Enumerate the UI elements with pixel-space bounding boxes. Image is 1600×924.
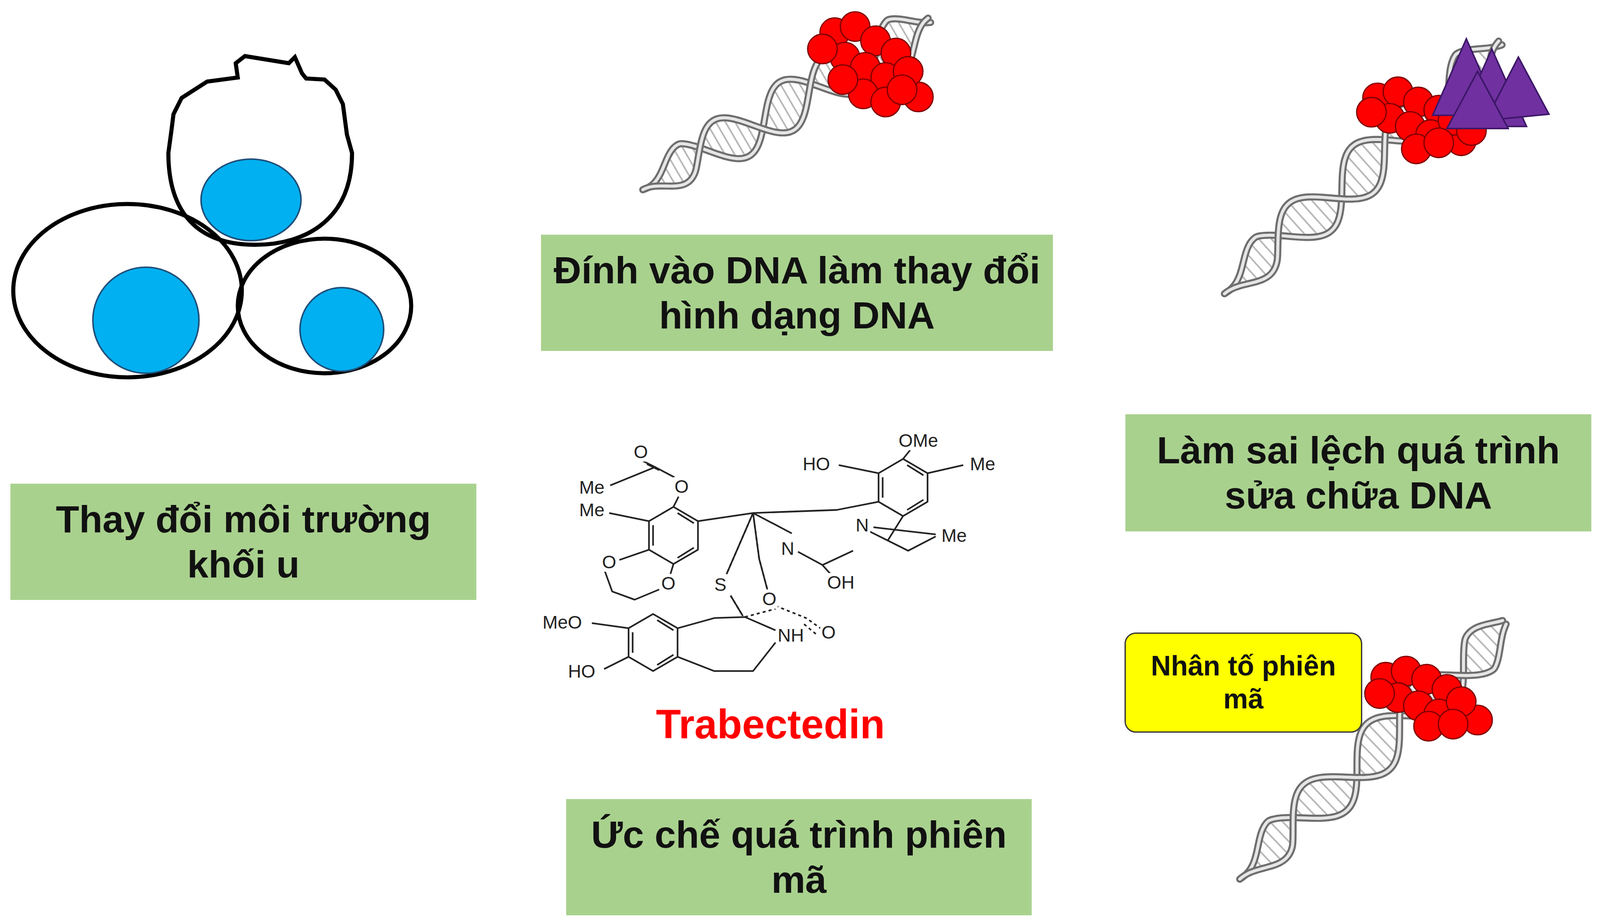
atom-label: N [854,515,870,535]
atom-label: N [780,539,796,559]
drug-molecules [807,11,934,117]
base-pair [668,156,685,185]
base-pair [1465,639,1495,670]
base-pair [769,97,790,132]
base-pair [773,88,797,129]
node-label: Thay đổi môi trường khối u [18,496,469,587]
cell-outline [237,238,412,374]
base-pair [1367,723,1398,755]
base-pair [1375,718,1400,744]
base-pair [673,147,692,180]
base-pair [1361,731,1394,765]
base-pair [1359,141,1384,169]
bond [628,613,678,672]
base-pair [1307,781,1340,815]
atom-label: O [659,573,677,594]
atom-label: Me [940,526,968,546]
atom-label: Me [577,500,606,520]
bond [649,506,699,564]
bond [609,461,679,575]
mechanism-box: Thay đổi môi trường khối u [10,483,477,600]
atom-label: O [600,552,618,572]
base-pair [1343,165,1370,196]
tumor-cells [13,55,412,378]
atom-label: Me [577,478,606,498]
node-label: Làm sai lệch quá trình sửa chữa DNA [1133,427,1584,519]
bond [603,569,660,600]
atom-label: HO [566,662,597,682]
atom-label: Me [968,454,997,474]
mechanism-box: Đính vào DNA làm thay đổi hình dạng DNA [540,234,1053,351]
atom-label: O [820,622,838,643]
base-pair [1358,740,1388,772]
cell-nucleus [300,287,384,372]
cell-nucleus [92,267,200,374]
drug-dot [828,64,858,95]
dna-strand [642,18,931,190]
trabectedin-structure [591,448,964,672]
bond [632,619,674,665]
node-label: Đính vào DNA làm thay đổi hình dạng DNA [548,247,1046,338]
dna-helix [642,11,934,190]
repair-proteins [1432,38,1549,129]
drug-dot [1356,97,1387,128]
base-pair [1317,777,1348,810]
dna-strand [642,18,928,191]
node-label: Ức chế quá trình phiên mã [573,812,1024,903]
base-pair [1300,787,1330,818]
base-pair [1297,198,1329,233]
atom-label: OMe [897,431,940,451]
base-pair [1346,154,1378,190]
drug-molecules [1364,656,1493,741]
atom-label: HO [801,454,832,474]
bond [652,513,694,558]
cell-outline [13,203,243,378]
atom-label: OH [826,573,856,593]
atom-label: NH [776,626,806,646]
dna-strand-highlight [642,18,928,191]
base-pair [1478,626,1500,650]
drug-dot [887,75,917,105]
base-pair [1288,203,1319,237]
transcription-factor-box: Nhân tố phiên mã [1124,632,1363,733]
bond [591,616,776,672]
drug-dot [1364,678,1395,709]
atom-label: O [760,589,778,609]
atom-label: S [713,575,728,595]
base-pair [1263,828,1290,856]
drug-name: Trabectedin [655,701,886,748]
mechanism-box: Ức chế quá trình phiên mã [566,799,1032,916]
bond [878,459,928,517]
drug-dot [1438,709,1468,739]
base-pair [1259,837,1283,862]
cell-outline [168,55,352,245]
atom-label: O [632,442,650,462]
bond [882,465,924,510]
drug-dot [1423,127,1454,158]
base-pair [779,81,802,121]
bond [838,448,964,473]
cell-nucleus [200,159,302,241]
base-pair [1351,147,1382,181]
protein-triangle [1446,71,1509,129]
base-pair [1249,242,1274,270]
node-label: Nhân tố phiên mã [1132,649,1355,716]
base-pair [1268,820,1293,846]
base-pair [1470,631,1498,660]
mechanism-box: Làm sai lệch quá trình sửa chữa DNA [1125,414,1592,532]
atom-label: MeO [540,613,584,633]
bond [726,513,821,635]
dna-strand-highlight [642,18,931,190]
drug-dot [807,34,838,64]
atom-label: O [673,477,691,497]
bond [698,501,936,575]
base-pair [1245,252,1268,277]
